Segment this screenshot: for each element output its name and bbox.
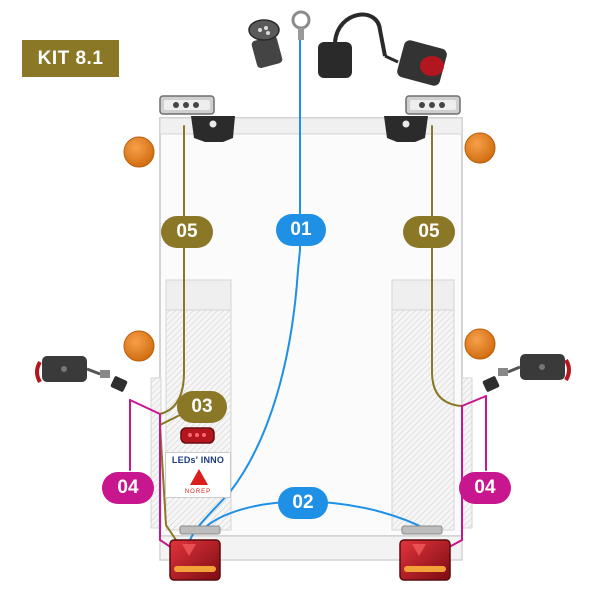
cable-03 <box>158 411 187 541</box>
cable-label-05-left: 05 <box>161 216 213 248</box>
side-marker-left <box>35 356 128 392</box>
front-position-lamp-right <box>405 95 461 115</box>
cable-05-right <box>431 125 463 407</box>
cable-label-01: 01 <box>276 214 326 246</box>
kit-label: KIT 8.1 <box>22 40 119 77</box>
amber-reflector-front-left <box>123 136 155 168</box>
cable-label-04-left: 04 <box>102 472 154 504</box>
cable-label-02: 02 <box>278 487 328 519</box>
wheel-arch-right <box>391 279 455 531</box>
cable-label-04-right: 04 <box>459 472 511 504</box>
amber-reflector-front-right <box>464 132 496 164</box>
cable-label-05-right: 05 <box>403 216 455 248</box>
front-position-lamp-left <box>159 95 215 115</box>
cable-01 <box>189 29 301 541</box>
rear-lamp-right <box>399 539 451 581</box>
bracket-left <box>191 116 235 142</box>
bracket-right <box>384 116 428 142</box>
logo-brand: LEDs' INNO <box>171 455 225 465</box>
cable-04-right <box>439 395 487 553</box>
junction-right <box>401 525 443 535</box>
amber-reflector-rear-right <box>464 328 496 360</box>
socket-connector <box>318 12 447 86</box>
logo-sub: NOREP <box>184 489 212 495</box>
logo-triangle-icon <box>190 469 208 485</box>
eye-ring-connector <box>291 10 311 40</box>
side-marker-right <box>482 354 571 392</box>
marker-lamp-03 <box>180 427 215 444</box>
amber-reflector-rear-left <box>123 330 155 362</box>
plug-13pin <box>248 19 283 68</box>
junction-left <box>179 525 221 535</box>
mudguard-right <box>461 377 473 529</box>
cable-label-03: 03 <box>177 391 227 423</box>
leds-inno-logo: LEDs' INNO NOREP <box>165 452 231 498</box>
cable-04-left <box>129 399 179 553</box>
rear-lamp-left <box>169 539 221 581</box>
